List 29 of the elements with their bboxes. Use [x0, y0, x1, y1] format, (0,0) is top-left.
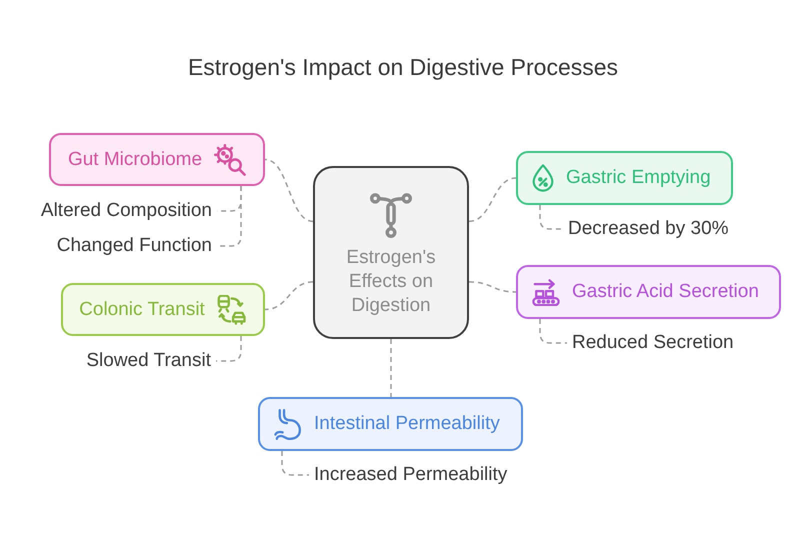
- connector: [281, 451, 309, 476]
- connector: [390, 339, 392, 397]
- effect-label: Decreased by 30%: [568, 217, 729, 241]
- central-label: Estrogen's Effects on Digestion: [345, 246, 437, 318]
- topic-box: [516, 151, 733, 205]
- box-label: Colonic Transit: [79, 298, 205, 322]
- box-label: Gut Microbiome: [68, 148, 202, 172]
- connector: [539, 205, 563, 230]
- connector: [539, 319, 567, 344]
- box-label: Gastric Acid Secretion: [572, 280, 759, 304]
- connector: [264, 158, 314, 222]
- effect-label: Altered Composition: [40, 199, 212, 223]
- box-label: Gastric Emptying: [566, 166, 711, 190]
- effect-label: Changed Function: [56, 234, 212, 258]
- connector: [217, 186, 242, 247]
- effect-label: Reduced Secretion: [572, 331, 734, 355]
- title: Estrogen's Impact on Digestive Processes: [186, 53, 620, 82]
- box-label: Intestinal Permeability: [314, 412, 500, 436]
- effect-label: Increased Permeability: [314, 463, 508, 487]
- connector: [468, 281, 516, 293]
- topic-box: [258, 397, 523, 451]
- connector: [216, 336, 242, 362]
- topic-box: [61, 283, 265, 336]
- effect-label: Slowed Transit: [86, 349, 211, 373]
- topic-box: [516, 265, 781, 319]
- central-box: [313, 166, 469, 339]
- topic-box: [49, 133, 265, 186]
- connector: [264, 281, 314, 310]
- connector: [468, 177, 516, 222]
